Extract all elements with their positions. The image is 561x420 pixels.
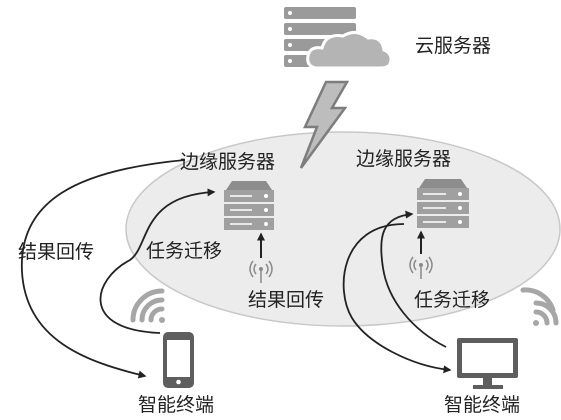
task-migration-left-label: 任务迁移 xyxy=(146,240,222,262)
antenna-right-icon xyxy=(409,256,433,279)
terminal-right-label: 智能终端 xyxy=(444,394,520,416)
edge-server-right-icon xyxy=(417,179,469,228)
wifi-signal-left-icon xyxy=(130,288,165,323)
task-migration-right-label: 任务迁移 xyxy=(414,289,490,311)
antenna-left-icon xyxy=(249,260,273,283)
task-migration-right-arrow xyxy=(380,210,447,348)
result-return-left-label: 结果回传 xyxy=(18,241,94,263)
edge-server-left-icon xyxy=(224,181,274,230)
lightning-bolt-icon xyxy=(299,80,350,169)
wifi-signal-right-icon xyxy=(520,287,559,326)
edge-server-right-label: 边缘服务器 xyxy=(356,148,451,170)
monitor-icon xyxy=(457,338,518,389)
cloud-server-label: 云服务器 xyxy=(415,35,491,57)
smartphone-icon xyxy=(163,332,194,388)
result-return-center-label: 结果回传 xyxy=(248,289,324,311)
result-return-right-arrow xyxy=(342,223,452,374)
cloud-server-icon xyxy=(284,7,393,70)
edge-server-left-label: 边缘服务器 xyxy=(180,151,275,173)
result-return-left-arrow xyxy=(21,159,186,379)
task-migration-left-arrow xyxy=(99,188,216,334)
terminal-left-label: 智能终端 xyxy=(138,394,214,416)
